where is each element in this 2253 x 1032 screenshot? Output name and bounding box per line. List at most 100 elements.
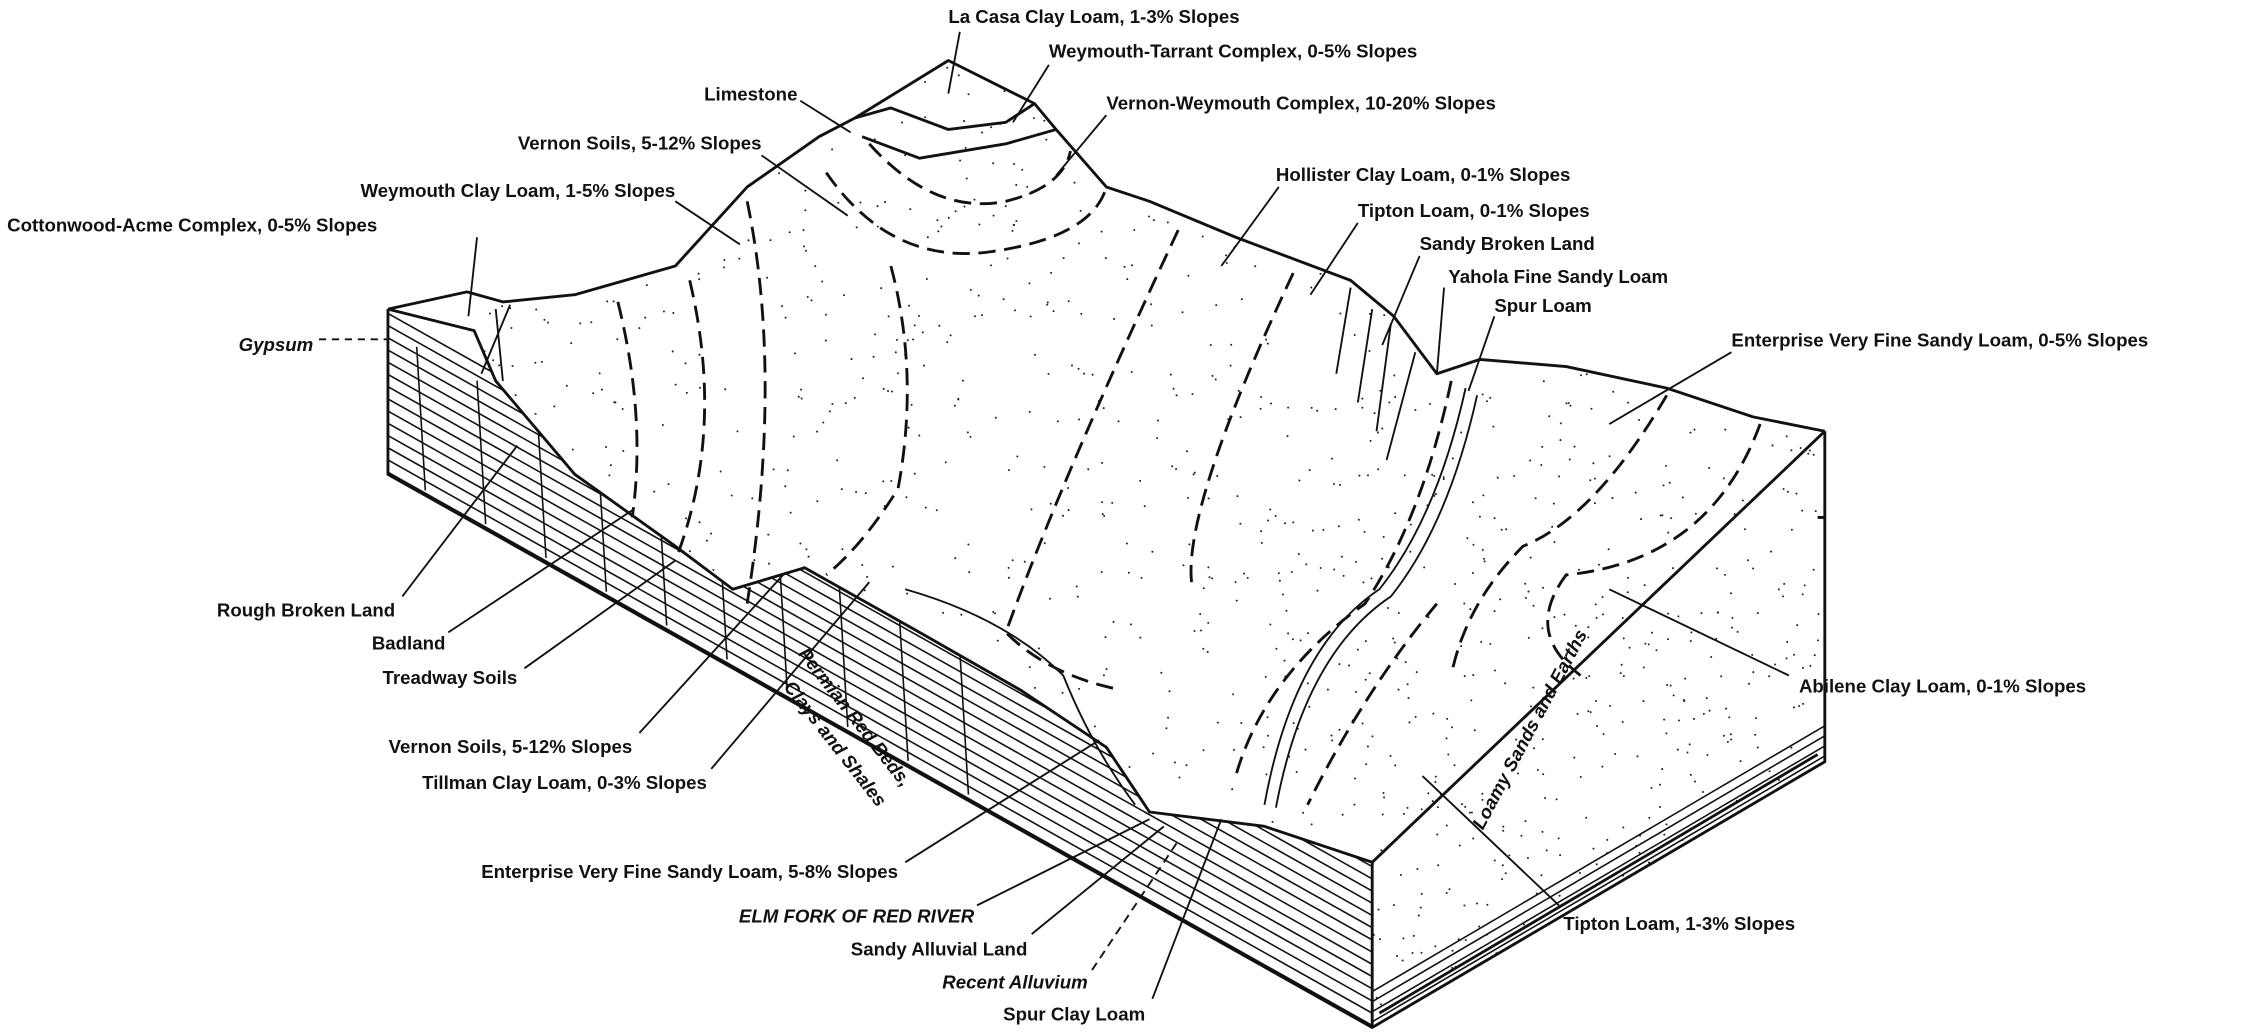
stipple-dot xyxy=(1414,408,1417,411)
stipple-dot xyxy=(1479,851,1482,854)
stipple-dot xyxy=(678,648,681,651)
stipple-dot xyxy=(1666,683,1669,686)
stipple-dot xyxy=(1489,507,1492,510)
stratum-line xyxy=(387,447,1373,1002)
stipple-dot xyxy=(1665,654,1668,657)
stipple-dot xyxy=(882,387,885,390)
stipple-dot xyxy=(1595,616,1598,619)
stipple-dot xyxy=(1402,549,1405,552)
stipple-dot xyxy=(634,750,637,753)
stipple-dot xyxy=(1463,675,1466,678)
stipple-dot xyxy=(1768,675,1771,678)
stipple-dot xyxy=(935,509,938,512)
stipple-dot xyxy=(1688,743,1691,746)
stipple-dot xyxy=(1401,474,1404,477)
stipple-dot xyxy=(1192,473,1195,476)
stipple-dot xyxy=(1427,58,1429,60)
stipple-dot xyxy=(1686,672,1689,675)
stipple-dot xyxy=(1817,644,1820,647)
stipple-dot xyxy=(1590,332,1593,335)
stipple-dot xyxy=(1501,864,1504,867)
stipple-dot xyxy=(503,231,506,234)
stipple-dot xyxy=(1598,1004,1601,1007)
stipple-dot xyxy=(1574,1017,1577,1020)
stipple-dot xyxy=(1688,99,1691,102)
stipple-dot xyxy=(1522,923,1525,926)
stipple-dot xyxy=(1249,202,1252,205)
stipple-dot xyxy=(1049,597,1052,600)
stipple-dot xyxy=(1340,555,1343,558)
stipple-dot xyxy=(1382,704,1385,707)
stipple-dot xyxy=(544,728,547,731)
stipple-dot xyxy=(1622,336,1625,339)
stipple-dot xyxy=(1366,474,1369,477)
stipple-dot xyxy=(1606,838,1609,841)
stipple-dot xyxy=(1358,474,1361,477)
stipple-dot xyxy=(780,305,783,308)
stipple-dot xyxy=(1434,945,1437,948)
stipple-dot xyxy=(977,751,980,754)
stipple-dot xyxy=(395,803,398,806)
stipple-dot xyxy=(1458,465,1461,468)
stipple-dot xyxy=(1774,417,1777,420)
stipple-dot xyxy=(1538,982,1541,985)
stipple-dot xyxy=(1790,449,1793,452)
stipple-dot xyxy=(592,392,595,395)
stipple-dot xyxy=(1781,990,1784,993)
stipple-dot xyxy=(1672,965,1675,968)
stipple-dot xyxy=(1445,737,1448,740)
stipple-dot xyxy=(1479,985,1482,988)
stipple-dot xyxy=(410,818,413,821)
stipple-dot xyxy=(1657,786,1660,789)
stipple-dot xyxy=(1470,589,1473,592)
stipple-dot xyxy=(1722,951,1725,954)
stipple-dot xyxy=(1516,471,1519,474)
stipple-dot xyxy=(1489,447,1492,450)
stipple-dot xyxy=(404,565,407,568)
stipple-dot xyxy=(1617,945,1620,948)
stipple-dot xyxy=(389,478,392,481)
stipple-dot xyxy=(822,421,825,424)
stipple-dot xyxy=(1075,585,1078,588)
stipple-dot xyxy=(802,601,805,604)
stipple-dot xyxy=(1306,632,1309,635)
stipple-dot xyxy=(1363,530,1366,533)
stipple-dot xyxy=(1656,78,1659,81)
stipple-dot xyxy=(1672,807,1675,810)
stipple-dot xyxy=(1046,301,1049,304)
stipple-dot xyxy=(1785,457,1788,460)
stipple-dot xyxy=(443,121,446,124)
stipple-dot xyxy=(400,107,403,110)
stipple-dot xyxy=(1811,514,1814,517)
stipple-dot xyxy=(451,207,454,210)
stipple-dot xyxy=(1420,951,1423,954)
stipple-dot xyxy=(901,121,904,124)
leader-lines xyxy=(318,31,1790,1000)
stipple-dot xyxy=(1502,825,1505,828)
stipple-dot xyxy=(840,87,843,90)
stipple-dot xyxy=(1453,118,1456,121)
stipple-dot xyxy=(1609,572,1612,575)
stipple-dot xyxy=(1011,229,1014,232)
stipple-dot xyxy=(1287,632,1290,635)
stipple-dot xyxy=(1007,576,1010,579)
stipple-dot xyxy=(415,531,418,534)
stipple-dot xyxy=(989,843,992,846)
stipple-dot xyxy=(1376,630,1379,633)
stipple-dot xyxy=(1185,450,1189,453)
stipple-dot xyxy=(1642,700,1645,703)
stipple-dot xyxy=(1662,484,1665,487)
stipple-dot xyxy=(408,340,411,343)
stipple-dot xyxy=(1547,795,1550,798)
stipple-dot xyxy=(1007,566,1010,569)
stipple-dot xyxy=(907,426,910,429)
stipple-dot xyxy=(1062,257,1065,260)
stipple-dot xyxy=(1631,704,1634,707)
stipple-dot xyxy=(1533,635,1536,638)
stipple-dot xyxy=(925,277,928,280)
stipple-dot xyxy=(1393,374,1396,377)
stipple-dot xyxy=(1500,688,1503,691)
stipple-dot xyxy=(1528,775,1531,778)
stipple-dot xyxy=(1594,603,1597,606)
stipple-dot xyxy=(1665,604,1668,607)
